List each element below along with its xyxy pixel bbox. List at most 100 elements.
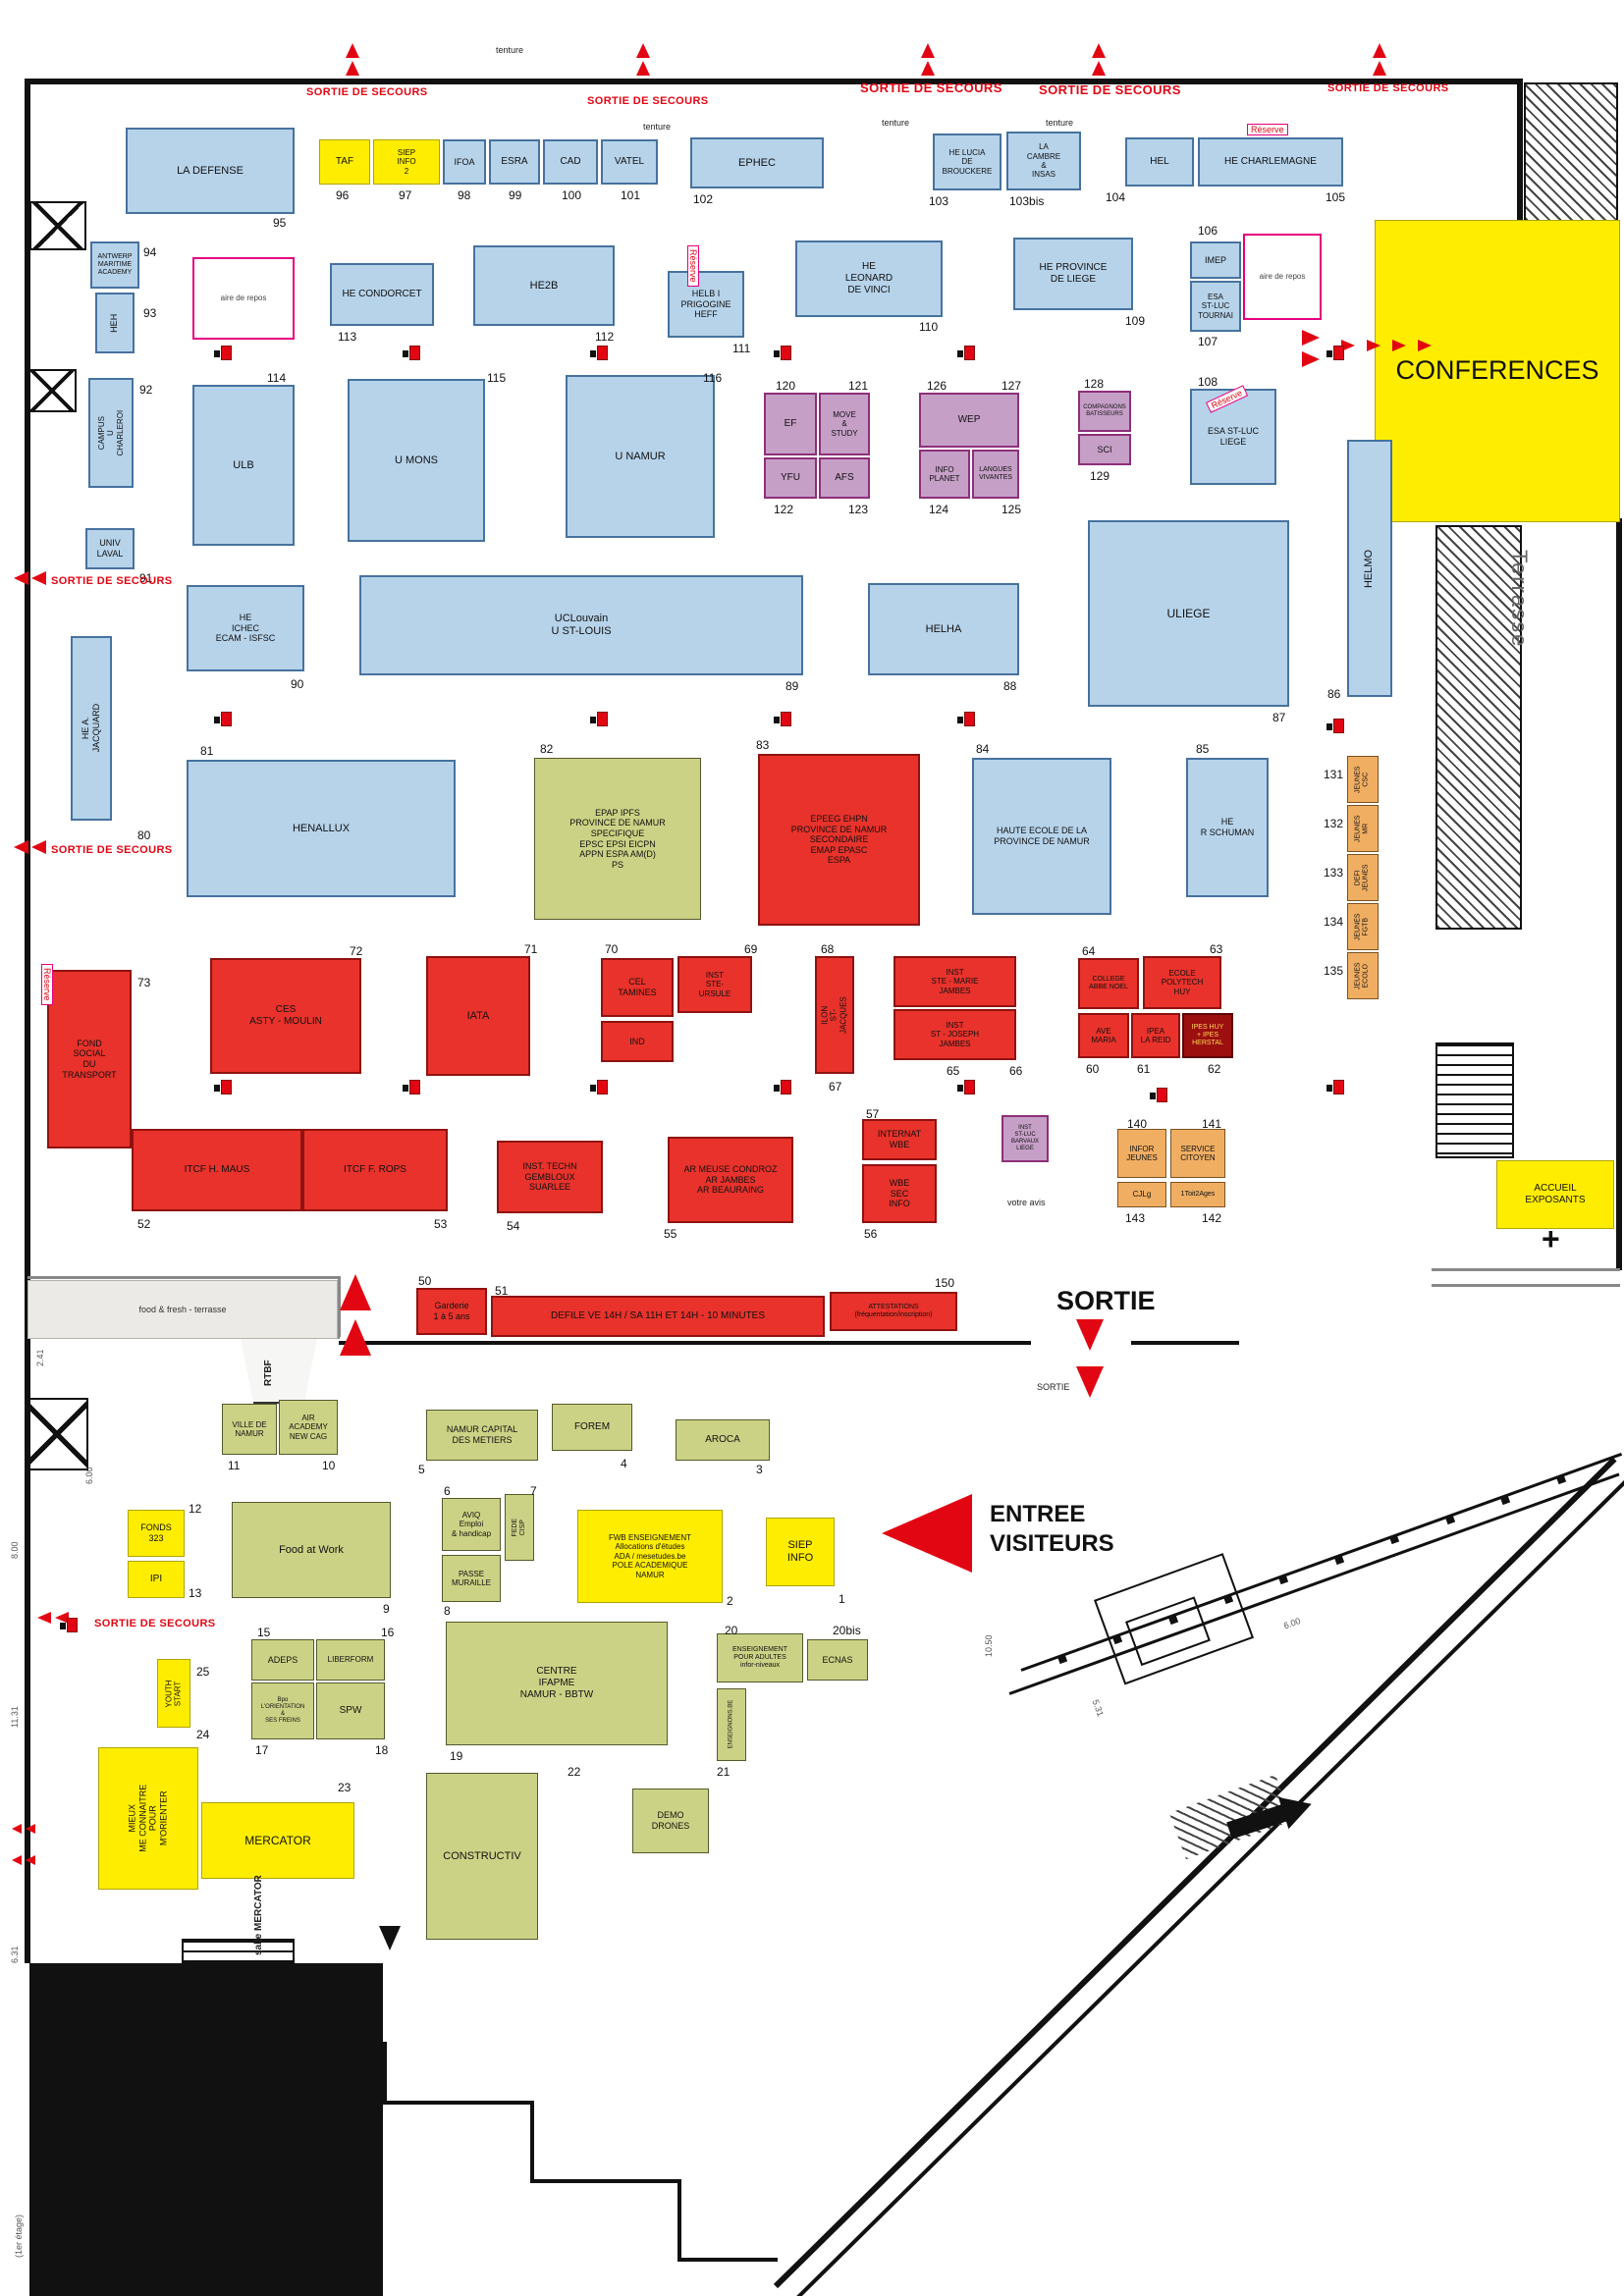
booth-number: 72 <box>350 944 363 958</box>
booth-142: 1Toit2Ages <box>1170 1182 1225 1207</box>
booth-aire-de-repos: aire de repos <box>1243 234 1322 320</box>
booth-label: COMPAGNONS BATISSEURS <box>1083 403 1126 417</box>
booth-60: AVE MARIA <box>1078 1013 1129 1058</box>
booth-18: SPW <box>316 1682 385 1739</box>
booth-71: IATA <box>426 956 530 1076</box>
booth-122: YFU <box>764 457 817 499</box>
booth-number: 129 <box>1090 469 1110 483</box>
booth-number: 113 <box>338 330 357 344</box>
booth-label: ULIEGE <box>1166 606 1211 620</box>
booth-label: Garderie 1 à 5 ans <box>433 1301 470 1321</box>
booth-number: 101 <box>621 188 641 202</box>
arrow-right-icon <box>1341 340 1355 351</box>
booth-110: HE LEONARD DE VINCI <box>795 240 943 317</box>
booth-label: DEFI JEUNES <box>1354 864 1370 891</box>
booth-label: FEDE CISP <box>511 1518 526 1537</box>
booth-number: 63 <box>1210 942 1223 956</box>
booth-number: 99 <box>509 188 522 202</box>
booth-label: SIEP INFO <box>786 1539 814 1564</box>
booth-label: VATEL <box>614 156 645 168</box>
booth-label: HEL <box>1150 156 1169 168</box>
booth-115: U MONS <box>348 379 485 542</box>
booth-129: SCI <box>1078 434 1131 465</box>
booth-label: HELB I PRIGOGINE HEFF <box>680 289 731 320</box>
booth-64: COLLEGE ABBE NOEL <box>1078 958 1139 1009</box>
label-terrasse: Terrasse <box>1507 550 1532 649</box>
booth-label: PASSE MURAILLE <box>451 1569 491 1587</box>
booth-111: HELB I PRIGOGINE HEFF <box>668 271 744 338</box>
stairs-elevator-icon <box>27 369 77 412</box>
booth-label: COLLEGE ABBE NOEL <box>1089 975 1128 990</box>
booth-125: LANGUES VIVANTES <box>972 450 1019 499</box>
booth-98: IFOA <box>443 139 486 185</box>
booth-128: COMPAGNONS BATISSEURS <box>1078 391 1131 432</box>
booth-107: ESA ST-LUC TOURNAI <box>1190 281 1241 332</box>
booth-100: CAD <box>543 139 598 185</box>
booth-103bis: LA CAMBRE & INSAS <box>1006 132 1081 190</box>
booth-label: WEP <box>957 414 981 426</box>
booth-demo-drones: DEMO DRONES <box>632 1789 709 1853</box>
booth-label: SPW <box>339 1705 362 1717</box>
reserve-label: Réserve <box>41 964 53 1005</box>
booth-20bis: ECNAS <box>807 1639 868 1681</box>
booth-label: CES ASTY - MOULIN <box>249 1004 322 1027</box>
fire-extinguisher-icon <box>774 712 791 726</box>
booth-food-fresh-terrasse: food & fresh - terrasse <box>27 1280 338 1339</box>
arrow-up-icon <box>1092 43 1106 58</box>
fire-extinguisher-icon <box>214 712 232 726</box>
booth-number: 2 <box>727 1594 733 1608</box>
arrow-right-icon <box>1367 340 1380 351</box>
booth-label: HELHA <box>925 622 962 635</box>
booth-number: 23 <box>338 1781 352 1794</box>
booth-number: 3 <box>756 1463 763 1476</box>
booth-label: JEUNES ECOLO <box>1354 962 1370 989</box>
booth-label: TAF <box>335 156 354 168</box>
booth-number: 66 <box>1009 1064 1023 1078</box>
booth-number: 6 <box>444 1484 451 1498</box>
arrow-down-icon <box>379 1926 401 1950</box>
booth-91: UNIV LAVAL <box>85 528 135 569</box>
booth-56: WBE SEC INFO <box>862 1164 937 1223</box>
booth-label: EPHEC <box>738 156 776 169</box>
label-sortie: SORTIE <box>1037 1382 1070 1392</box>
wall-top <box>25 79 1519 84</box>
booth-number: 104 <box>1106 190 1126 204</box>
booth-number: 50 <box>418 1274 432 1288</box>
booth-53: ITCF F. ROPS <box>302 1129 448 1211</box>
arrow-up-icon <box>921 61 935 76</box>
booth-number: 60 <box>1086 1062 1100 1076</box>
booth-132: JEUNES MR <box>1347 805 1379 852</box>
booth-label: HE CHARLEMAGNE <box>1224 156 1317 168</box>
arrow-down-icon <box>1076 1319 1104 1351</box>
booth-inst-st-luc-barvaux-liege: INST ST-LUC BARVAUX LIEGE <box>1001 1115 1049 1162</box>
booth-label: INST ST - JOSEPH JAMBES <box>930 1020 980 1048</box>
arrow-left-icon <box>26 1855 35 1865</box>
booth-number: 98 <box>458 188 471 202</box>
wall-step-5 <box>677 2179 681 2260</box>
fire-extinguisher-icon <box>590 712 608 726</box>
booth-2: FWB ENSEIGNEMENT Allocations d'études AD… <box>577 1510 723 1603</box>
booth-number: 71 <box>524 942 538 956</box>
booth-number: 102 <box>693 192 714 206</box>
booth-number: 95 <box>273 216 287 230</box>
arrow-left-icon <box>26 1824 35 1834</box>
arrow-up-icon <box>340 1319 371 1356</box>
booth-126: WEP <box>919 393 1019 448</box>
booth-133: DEFI JEUNES <box>1347 854 1379 901</box>
label-sortie-de-secours: SORTIE DE SECOURS <box>860 80 1002 95</box>
booth-87: ULIEGE <box>1088 520 1289 707</box>
booth-24: MIEUX ME CONNAITRE POUR M'ORIENTER <box>98 1747 198 1890</box>
booth-label: ESA ST-LUC TOURNAI <box>1198 292 1233 320</box>
booth-113: HE CONDORCET <box>330 263 434 326</box>
booth-number: 106 <box>1198 224 1218 238</box>
booth-104: HEL <box>1125 137 1194 187</box>
booth-96: TAF <box>319 139 370 185</box>
booth-50: Garderie 1 à 5 ans <box>416 1288 487 1335</box>
arrow-right-icon <box>1418 340 1432 351</box>
booth-label: EPAP IPFS PROVINCE DE NAMUR SPECIFIQUE E… <box>569 807 666 870</box>
booth-number: 132 <box>1324 817 1344 830</box>
booth-66: INST STE - MARIE JAMBES <box>893 956 1016 1007</box>
booth-16: LIBERFORM <box>316 1639 385 1681</box>
booth-number: 143 <box>1125 1211 1146 1225</box>
booth-69: INST STE- URSULE <box>677 956 752 1013</box>
